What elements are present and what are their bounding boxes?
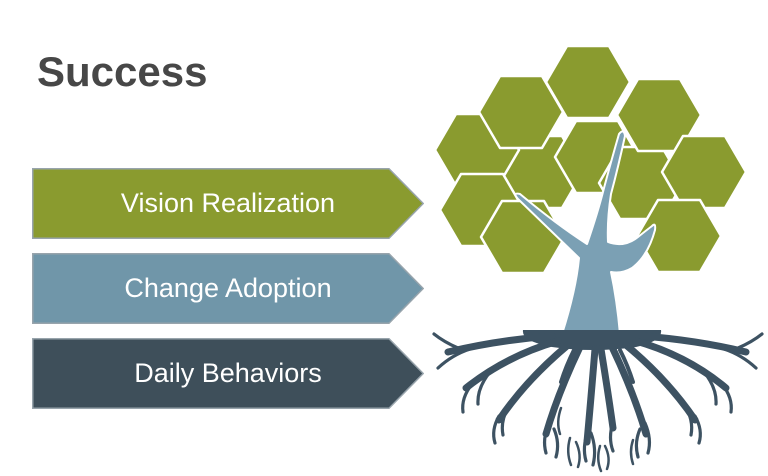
tree-illustration	[432, 44, 764, 473]
arrow-shape	[32, 338, 424, 409]
tree-canopy	[433, 44, 748, 275]
hexagon-leaf	[544, 44, 632, 120]
main-roots	[444, 332, 750, 446]
arrow-change-adoption: Change Adoption	[32, 253, 424, 324]
arrow-polygon	[32, 338, 424, 409]
root-tips	[557, 406, 635, 473]
arrow-shape	[32, 253, 424, 324]
arrow-polygon	[32, 168, 424, 239]
arrow-vision-realization: Vision Realization	[32, 168, 424, 239]
slide-title: Success	[37, 48, 208, 95]
hexagon-leaf	[635, 198, 723, 274]
tree-trunk	[514, 130, 657, 335]
inner-roots	[559, 348, 635, 384]
arrow-daily-behaviors: Daily Behaviors	[32, 338, 424, 409]
arrow-polygon	[32, 253, 424, 324]
root-branchlets	[432, 332, 764, 467]
arrow-label: Vision Realization	[120, 188, 336, 218]
arrow-label: Daily Behaviors	[134, 358, 322, 388]
arrow-shape	[32, 168, 424, 239]
hexagon-leaf	[615, 77, 703, 153]
arrow-label: Change Adoption	[124, 273, 332, 303]
tree-roots	[432, 330, 764, 473]
